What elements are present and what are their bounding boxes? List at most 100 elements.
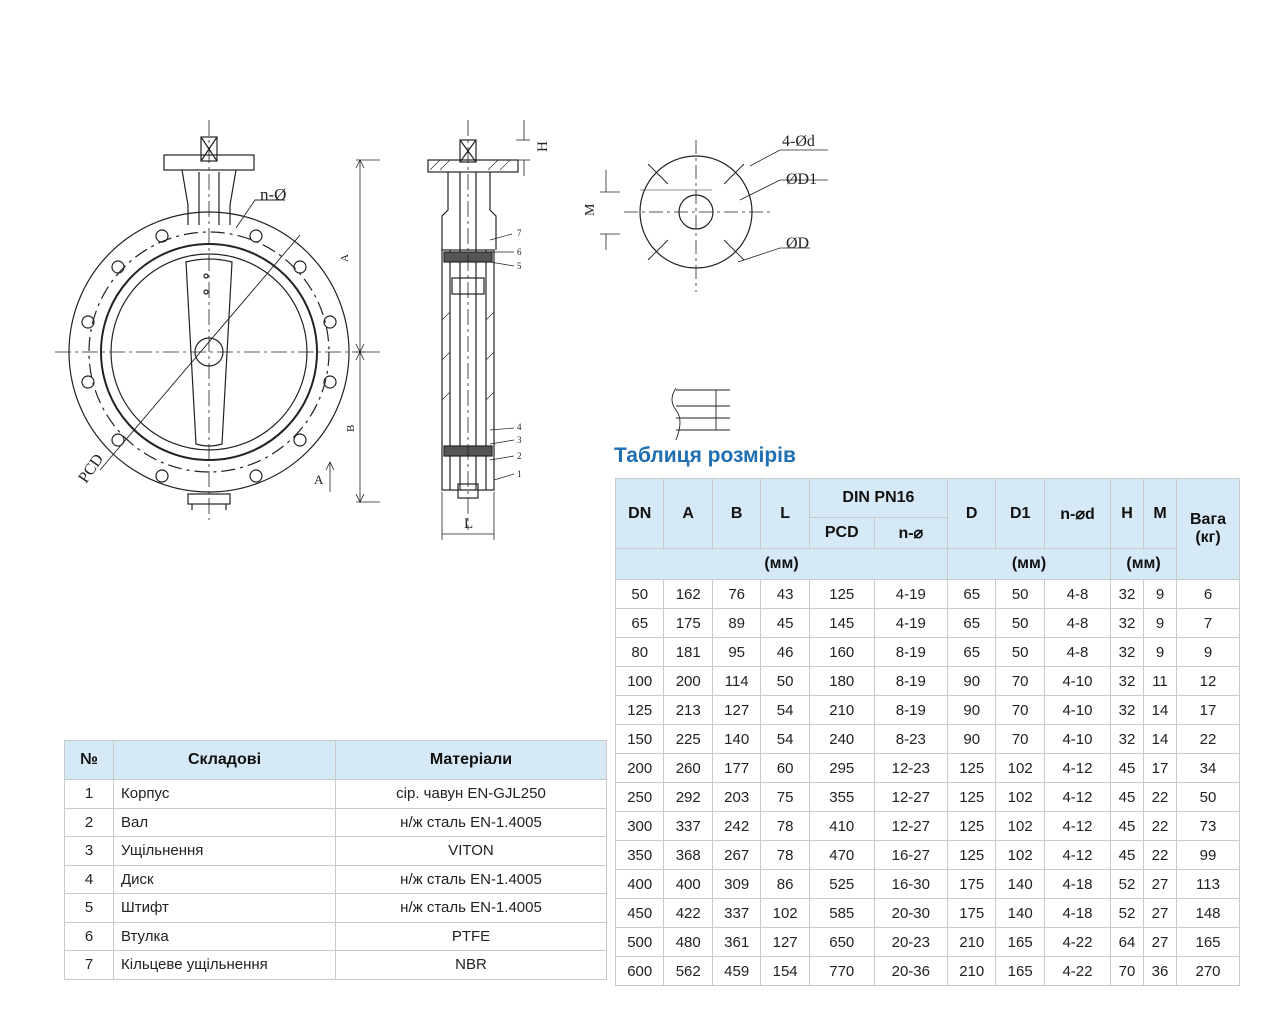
part-name: Втулка (113, 921, 336, 951)
table-cell: 270 (1176, 956, 1240, 986)
table-cell: 162 (663, 579, 713, 609)
table-cell: 4-18 (1043, 898, 1112, 928)
table-cell: 154 (760, 956, 810, 986)
table-cell: 181 (663, 637, 713, 667)
table-cell: 4-10 (1043, 724, 1112, 754)
side-section-view (427, 120, 530, 540)
table-cell: 52 (1110, 898, 1144, 928)
table-cell: 292 (663, 782, 713, 812)
table-cell: 145 (808, 608, 875, 638)
table-cell: 45 (1110, 840, 1144, 870)
table-cell: 210 (946, 927, 997, 957)
callout-5: 5 (517, 261, 522, 271)
table-cell: 4-22 (1043, 927, 1112, 957)
table-cell: 60 (760, 753, 810, 783)
table-cell: 210 (808, 695, 875, 725)
table-cell: 50 (995, 608, 1045, 638)
part-name: Кільцеве ущільнення (113, 950, 336, 980)
valve-technical-drawing: n-Ø PCD A B A H L 7 6 5 4 3 2 1 4-Ød ØD1… (55, 120, 828, 540)
table-cell: 480 (663, 927, 713, 957)
table-cell: 459 (711, 956, 762, 986)
table-cell: 27 (1142, 927, 1178, 957)
table-cell: 45 (1110, 782, 1144, 812)
table-cell: 585 (808, 898, 875, 928)
table-cell: 337 (711, 898, 762, 928)
table-cell: 125 (808, 579, 875, 609)
table-cell: 102 (995, 811, 1045, 841)
table-cell: 240 (808, 724, 875, 754)
table-cell: 45 (760, 608, 810, 638)
table-cell: 22 (1142, 811, 1178, 841)
table-cell: 175 (946, 869, 997, 899)
table-cell: 50 (760, 666, 810, 696)
table-cell: 8-19 (873, 695, 948, 725)
table-cell: 102 (760, 898, 810, 928)
table-cell: 32 (1110, 579, 1144, 609)
table-cell: 20-23 (873, 927, 948, 957)
table-cell: 470 (808, 840, 875, 870)
part-name: Штифт (113, 893, 336, 923)
table-cell: 175 (946, 898, 997, 928)
table-cell: 127 (711, 695, 762, 725)
table-cell: 140 (711, 724, 762, 754)
table-cell: 17 (1176, 695, 1240, 725)
table-cell: 4-8 (1043, 637, 1112, 667)
table-cell: 200 (614, 753, 665, 783)
col-l: L (760, 478, 810, 549)
table-cell: 34 (1176, 753, 1240, 783)
label-a: A (339, 254, 351, 262)
table-cell: 250 (614, 782, 665, 812)
table-cell: 600 (614, 956, 665, 986)
table-cell: 52 (1110, 869, 1144, 899)
table-cell: 4-12 (1043, 840, 1112, 870)
label-pcd: PCD (75, 451, 107, 486)
callout-6: 6 (517, 247, 522, 257)
col-weight: Вага (кг) (1176, 478, 1240, 580)
label-l: L (464, 516, 473, 532)
table-cell: 203 (711, 782, 762, 812)
table-cell: 300 (614, 811, 665, 841)
table-cell: 295 (808, 753, 875, 783)
part-material: PTFE (335, 921, 607, 951)
table-cell: 8-23 (873, 724, 948, 754)
table-cell: 70 (995, 666, 1045, 696)
col-h: H (1110, 478, 1144, 549)
table-cell: 12 (1176, 666, 1240, 696)
unit-mm-3: (мм) (1110, 548, 1177, 580)
table-cell: 65 (614, 608, 665, 638)
table-cell: 9 (1142, 637, 1178, 667)
table-cell: 422 (663, 898, 713, 928)
table-cell: 8-19 (873, 666, 948, 696)
table-cell: 32 (1110, 724, 1144, 754)
table-cell: 12-23 (873, 753, 948, 783)
table-cell: 361 (711, 927, 762, 957)
callout-3: 3 (517, 435, 522, 445)
col-pcd: PCD (808, 517, 875, 549)
table-cell: 70 (1110, 956, 1144, 986)
part-material: н/ж сталь EN-1.4005 (335, 893, 607, 923)
table-cell: 770 (808, 956, 875, 986)
table-cell: 4-8 (1043, 608, 1112, 638)
table-cell: 562 (663, 956, 713, 986)
table-cell: 22 (1142, 840, 1178, 870)
table-cell: 86 (760, 869, 810, 899)
table-cell: 27 (1142, 869, 1178, 899)
table-cell: 64 (1110, 927, 1144, 957)
table-cell: 16-30 (873, 869, 948, 899)
table-cell: 45 (1110, 811, 1144, 841)
part-name: Ущільнення (113, 836, 336, 866)
label-a-arrow: A (314, 472, 324, 487)
table-cell: 337 (663, 811, 713, 841)
col-dn: DN (614, 478, 665, 549)
table-cell: 148 (1176, 898, 1240, 928)
table-cell: 410 (808, 811, 875, 841)
table-cell: 4-8 (1043, 579, 1112, 609)
table-cell: 267 (711, 840, 762, 870)
